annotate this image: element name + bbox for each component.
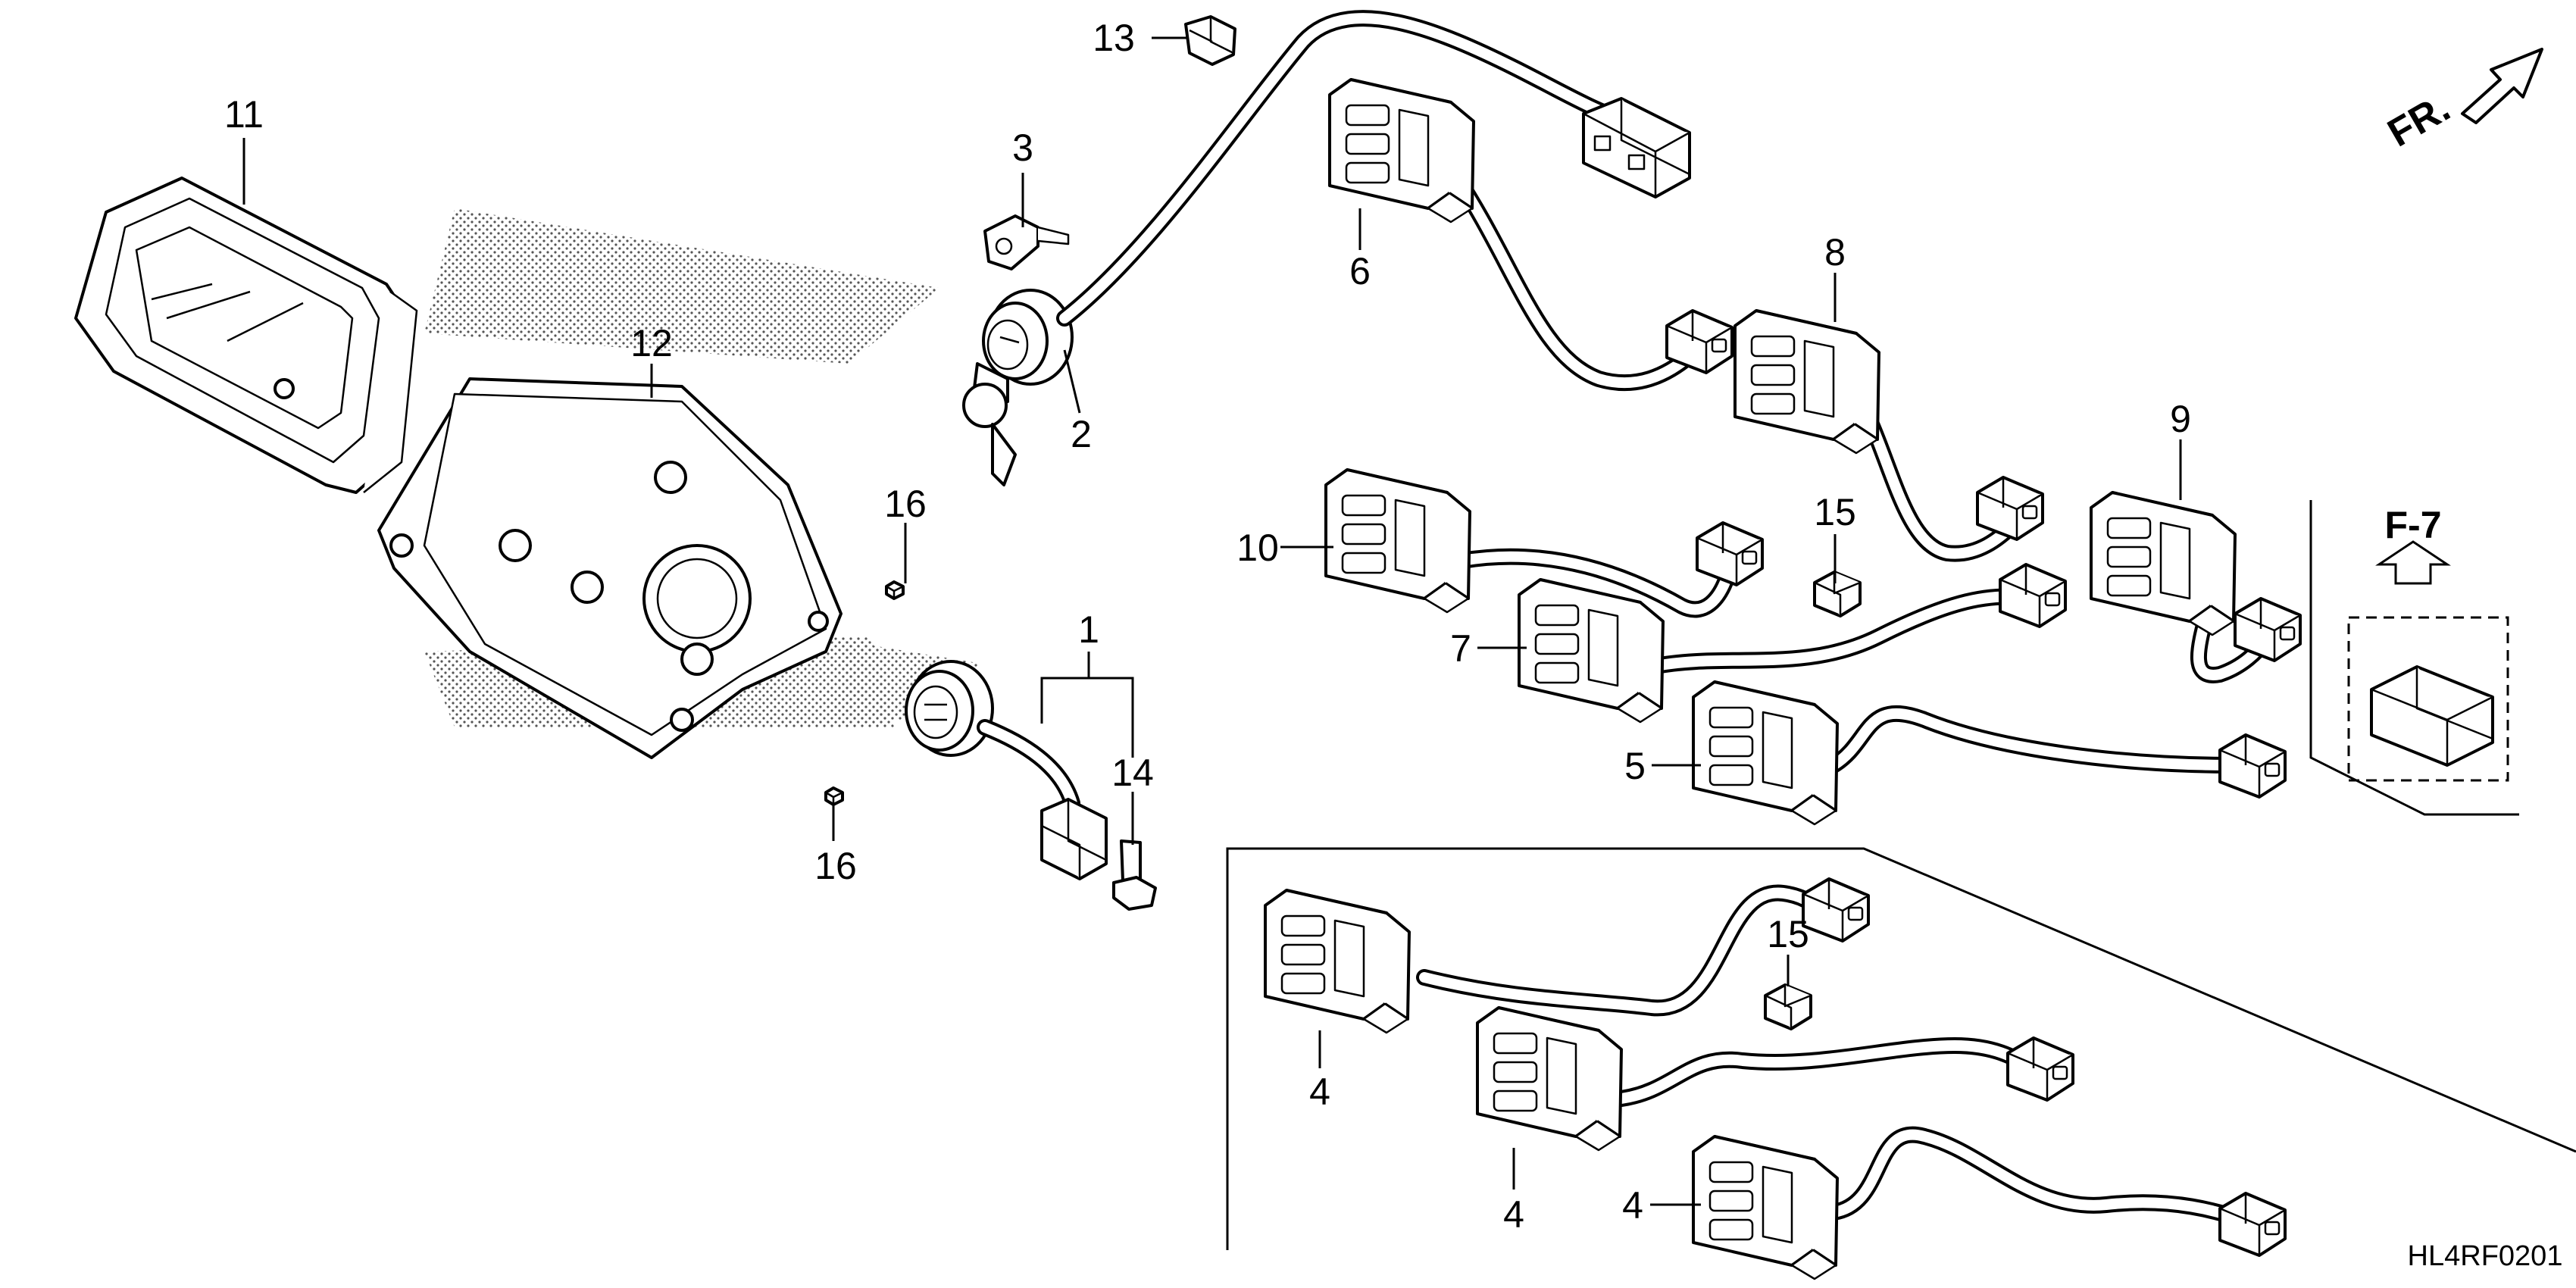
callout-13: 13 <box>1093 17 1135 59</box>
callout-7: 7 <box>1450 627 1471 670</box>
meter-bracket <box>377 377 843 759</box>
main-harness-connector <box>1582 97 1691 199</box>
f7-reference-box <box>2309 500 2519 816</box>
diagram-code: HL4RF0201 <box>2408 1240 2563 1272</box>
ignition-switch <box>962 289 1074 486</box>
callout-15-upper: 15 <box>1814 491 1856 533</box>
switch-9-harness <box>2090 491 2302 683</box>
switch-6-harness <box>1328 78 1733 392</box>
switch-4b-harness <box>1476 1006 2074 1152</box>
callout-4-b: 4 <box>1503 1193 1524 1236</box>
key-cover <box>983 214 1070 270</box>
accessory-socket <box>833 640 1108 880</box>
switch-8-harness <box>1733 309 2044 562</box>
clip-15-upper <box>1813 571 1862 617</box>
callout-16-upper: 16 <box>884 483 927 525</box>
callout-4-c: 4 <box>1622 1184 1643 1227</box>
switch-10-harness <box>1324 468 1764 618</box>
switch-4a-harness <box>1264 877 1870 1034</box>
screw-16-upper <box>885 580 905 600</box>
front-label: FR. <box>2381 86 2458 155</box>
switch-7-harness <box>1518 563 2067 724</box>
switch-4c-harness <box>1692 1126 2287 1280</box>
callout-12: 12 <box>630 322 673 364</box>
switch-harness-wire <box>1056 10 1637 327</box>
callout-15-lower: 15 <box>1767 913 1809 955</box>
callout-8: 8 <box>1824 231 1846 274</box>
inset-frame <box>1226 847 2576 1250</box>
callout-9: 9 <box>2170 398 2191 440</box>
clip-13 <box>1184 15 1236 66</box>
callout-3: 3 <box>1012 127 1033 169</box>
callout-labels: 11 3 2 12 16 16 13 6 8 9 10 7 5 15 15 1 … <box>224 17 2191 1236</box>
meter-cover-assy <box>74 177 418 494</box>
front-direction-arrow <box>2461 48 2543 124</box>
callout-16-lower: 16 <box>814 845 857 887</box>
clip-15-lower <box>1764 983 1812 1030</box>
clip-14 <box>1112 839 1157 911</box>
callout-6: 6 <box>1349 250 1371 292</box>
callout-4-a: 4 <box>1309 1071 1330 1113</box>
callout-5: 5 <box>1624 745 1646 787</box>
callout-14: 14 <box>1111 752 1154 794</box>
callout-11: 11 <box>224 93 264 136</box>
callout-10: 10 <box>1236 527 1279 569</box>
callout-1: 1 <box>1078 608 1099 651</box>
callout-2: 2 <box>1071 413 1092 455</box>
leader-lines <box>242 36 2182 1206</box>
screw-16-lower <box>824 786 844 806</box>
switch-5-harness <box>1692 680 2287 826</box>
reference-label: F-7 <box>2385 504 2442 546</box>
